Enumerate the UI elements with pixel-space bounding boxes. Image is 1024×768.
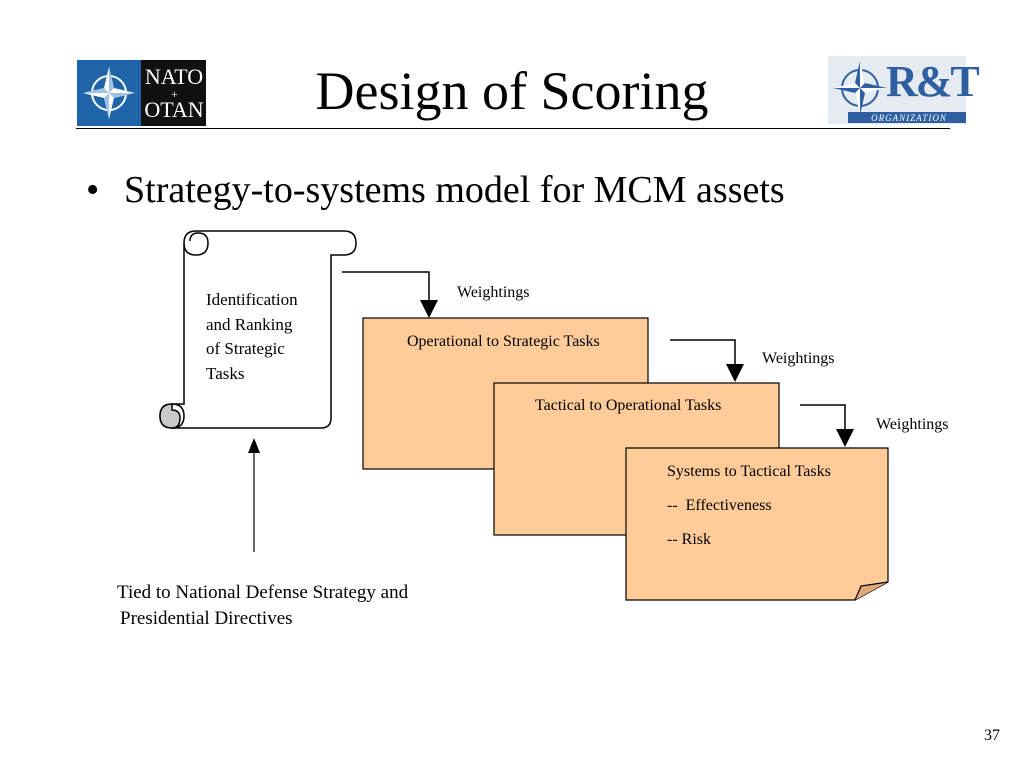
scroll-shape [159, 230, 357, 429]
scroll-text-line: of Strategic [206, 339, 285, 358]
card-systems-item-effectiveness: -- Effectiveness [667, 497, 772, 514]
weighting-arrow-2 [670, 339, 736, 366]
strategy-arrowhead [248, 438, 260, 453]
caption-line: Tied to National Defense Strategy and [117, 582, 409, 603]
weighting-arrowhead-3 [836, 429, 854, 447]
title-underline [76, 128, 950, 129]
rt-logo-subtitle: ORGANIZATION [871, 113, 947, 123]
scroll-text-line: Tasks [206, 363, 245, 383]
weightings-label-2: Weightings [762, 350, 835, 367]
weighting-arrowhead-1 [420, 300, 438, 318]
weighting-arrow-3 [800, 404, 846, 431]
weighting-arrowhead-2 [726, 364, 744, 382]
rt-logo-mark: R&T [886, 57, 980, 106]
scroll-text: Identification and Ranking of Strategic … [206, 288, 326, 386]
bullet-marker: • [86, 169, 100, 211]
weighting-arrow-1 [342, 271, 430, 302]
rt-compass-icon [828, 56, 966, 124]
nato-compass-icon [77, 60, 206, 126]
card-systems-fold [854, 581, 889, 601]
weightings-label-1: Weightings [457, 284, 530, 301]
caption-line: Presidential Directives [120, 608, 293, 629]
card-tactical-label: Tactical to Operational Tasks [535, 397, 722, 414]
card-systems-label: Systems to Tactical Tasks [667, 463, 831, 480]
scroll-text-line: and Ranking [206, 314, 293, 334]
strategy-caption: Tied to National Defense Strategy and Pr… [117, 580, 477, 632]
weightings-label-3: Weightings [876, 416, 949, 433]
scroll-text-line: Identification [206, 290, 298, 309]
card-operational-label: Operational to Strategic Tasks [407, 333, 600, 350]
nato-otan-logo: NATO + OTAN [77, 60, 206, 126]
page-number: 37 [984, 727, 1000, 744]
nato-logo-line1: NATO [144, 64, 204, 89]
slide-title: Design of Scoring [315, 61, 709, 121]
nato-logo-line2: OTAN [144, 97, 204, 122]
card-systems-item-risk: -- Risk [667, 531, 711, 548]
bullet-text: Strategy-to-systems model for MCM assets [124, 169, 785, 211]
nato-logo-divider: + [171, 87, 178, 101]
rt-organization-logo: R&T ORGANIZATION [828, 56, 980, 124]
